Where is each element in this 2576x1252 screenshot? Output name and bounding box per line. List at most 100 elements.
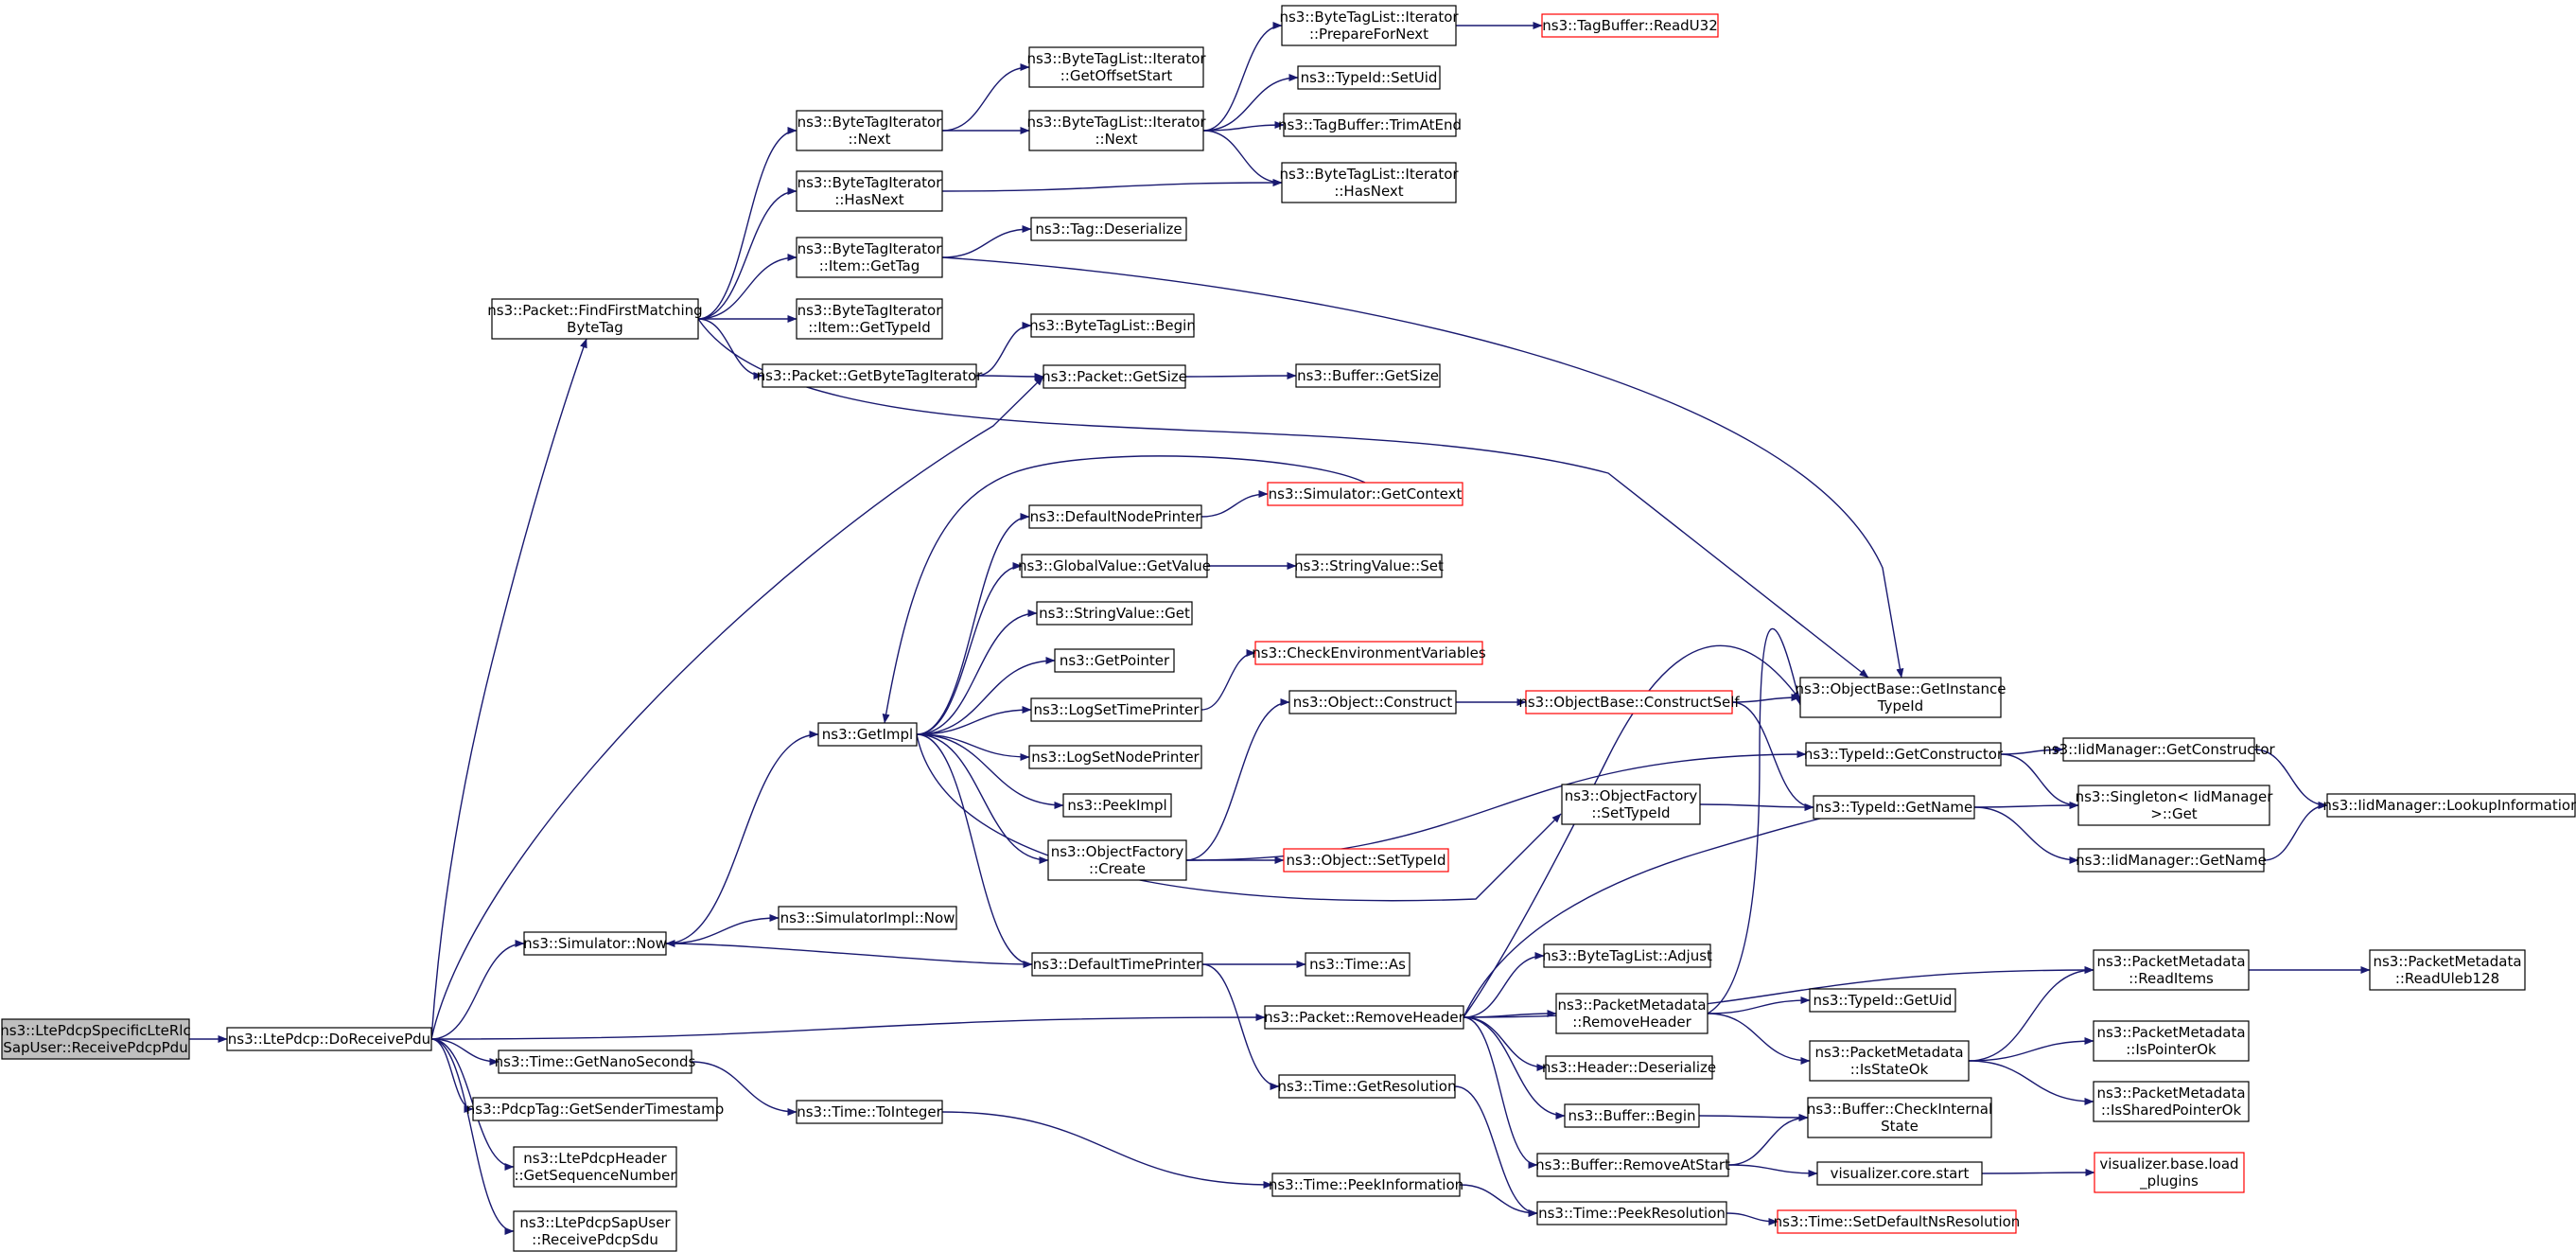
node-box[interactable]	[1043, 364, 1186, 389]
node-btlNext[interactable]: ns3::ByteTagList::Iterator::Next	[1026, 110, 1206, 151]
node-pmIsPointerOk[interactable]: ns3::PacketMetadata::IsPointerOk	[2093, 1020, 2250, 1062]
node-box[interactable]	[1545, 1055, 1713, 1080]
node-simImplNow[interactable]: ns3::SimulatorImpl::Now	[778, 906, 957, 930]
node-box[interactable]	[1264, 1005, 1464, 1030]
node-box[interactable]	[226, 1027, 432, 1051]
node-removeHeader[interactable]: ns3::Packet::RemoveHeader	[1264, 1005, 1465, 1030]
node-box[interactable]	[1555, 993, 1709, 1034]
node-timeGetResolution[interactable]: ns3::Time::GetResolution	[1278, 1074, 1457, 1099]
node-getByteTagIterator[interactable]: ns3::Packet::GetByteTagIterator	[757, 363, 984, 388]
node-box[interactable]	[1536, 1153, 1729, 1177]
node-timeAs[interactable]: ns3::Time::As	[1305, 952, 1411, 977]
node-box[interactable]	[1054, 648, 1175, 673]
node-box[interactable]	[1, 1018, 190, 1060]
node-globalValueGetValue[interactable]: ns3::GlobalValue::GetValue	[1018, 554, 1211, 578]
node-pmIsSharedPointerOk[interactable]: ns3::PacketMetadata::IsSharedPointerOk	[2093, 1081, 2250, 1122]
node-box[interactable]	[2062, 737, 2255, 762]
node-box[interactable]	[1281, 5, 1457, 46]
node-objectFactoryCreate[interactable]: ns3::ObjectFactory::Create	[1047, 839, 1187, 881]
node-box[interactable]	[2077, 848, 2265, 873]
node-box[interactable]	[1254, 641, 1483, 665]
node-receivePdcpSdu[interactable]: ns3::LtePdcpSapUser::ReceivePdcpSdu	[513, 1210, 677, 1252]
node-logSetNodePrinter[interactable]: ns3::LogSetNodePrinter	[1028, 745, 1202, 769]
node-box[interactable]	[1283, 113, 1457, 137]
node-getSequenceNumber[interactable]: ns3::LtePdcpHeader::GetSequenceNumber	[513, 1146, 677, 1188]
node-simNow[interactable]: ns3::Simulator::Now	[523, 931, 667, 956]
node-peekImpl[interactable]: ns3::PeekImpl	[1062, 793, 1172, 818]
node-objectConstruct[interactable]: ns3::Object::Construct	[1288, 690, 1457, 714]
node-box[interactable]	[1536, 1201, 1727, 1226]
node-iidGetConstructor[interactable]: ns3::IidManager::GetConstructor	[2042, 737, 2276, 762]
node-box[interactable]	[2093, 1081, 2250, 1122]
node-box[interactable]	[778, 906, 957, 930]
node-box[interactable]	[2326, 793, 2576, 818]
node-box[interactable]	[1271, 1173, 1461, 1197]
node-box[interactable]	[1028, 504, 1202, 529]
node-btlHasNext[interactable]: ns3::ByteTagList::Iterator::HasNext	[1279, 162, 1459, 203]
node-box[interactable]	[1805, 742, 2002, 767]
node-trimAtEnd[interactable]: ns3::TagBuffer::TrimAtEnd	[1278, 113, 1462, 137]
node-typeIdGetName[interactable]: ns3::TypeId::GetName	[1813, 795, 1975, 820]
node-tagDeserialize[interactable]: ns3::Tag::Deserialize	[1030, 217, 1187, 241]
node-box[interactable]	[1525, 690, 1733, 714]
node-box[interactable]	[1288, 690, 1457, 714]
node-box[interactable]	[1281, 162, 1457, 203]
node-box[interactable]	[2077, 785, 2270, 826]
node-timePeekInformation[interactable]: ns3::Time::PeekInformation	[1269, 1173, 1463, 1197]
node-btiItemGetTypeId[interactable]: ns3::ByteTagIterator::Item::GetTypeId	[796, 298, 943, 340]
node-box[interactable]	[1799, 677, 2002, 718]
node-box[interactable]	[1267, 482, 1463, 506]
node-btlGetOffsetStart[interactable]: ns3::ByteTagList::Iterator::GetOffsetSta…	[1026, 46, 1206, 88]
node-box[interactable]	[796, 1100, 943, 1124]
node-readU32[interactable]: ns3::TagBuffer::ReadU32	[1541, 13, 1719, 38]
node-singletonGet[interactable]: ns3::Singleton< IidManager >::Get	[2076, 785, 2274, 826]
node-box[interactable]	[1021, 554, 1208, 578]
node-logSetTimePrinter[interactable]: ns3::LogSetTimePrinter	[1030, 697, 1202, 722]
node-box[interactable]	[1809, 1040, 1970, 1082]
node-box[interactable]	[796, 237, 943, 278]
node-root[interactable]: ns3::LtePdcpSpecificLteRlcSapUser::Recei…	[0, 1018, 191, 1060]
node-box[interactable]	[1809, 988, 1956, 1013]
node-box[interactable]	[1047, 839, 1187, 881]
node-getNanoSeconds[interactable]: ns3::Time::GetNanoSeconds	[495, 1049, 696, 1074]
node-box[interactable]	[1030, 313, 1195, 338]
node-box[interactable]	[1030, 697, 1202, 722]
node-box[interactable]	[796, 110, 943, 151]
node-box[interactable]	[498, 1049, 692, 1074]
node-box[interactable]	[513, 1210, 677, 1252]
node-timePeekResolution[interactable]: ns3::Time::PeekResolution	[1536, 1201, 1727, 1226]
node-box[interactable]	[1030, 217, 1187, 241]
node-timeToInteger[interactable]: ns3::Time::ToInteger	[796, 1100, 943, 1124]
node-btiNext[interactable]: ns3::ByteTagIterator::Next	[796, 110, 943, 151]
node-stringValueGet[interactable]: ns3::StringValue::Get	[1036, 601, 1193, 626]
node-box[interactable]	[1561, 784, 1701, 825]
node-box[interactable]	[1283, 848, 1449, 873]
node-stringValueSet[interactable]: ns3::StringValue::Set	[1294, 554, 1444, 578]
node-box[interactable]	[1278, 1074, 1456, 1099]
node-typeIdGetUid[interactable]: ns3::TypeId::GetUid	[1809, 988, 1956, 1013]
node-getSenderTimestamp[interactable]: ns3::PdcpTag::GetSenderTimestamp	[466, 1097, 724, 1121]
node-bufferBegin[interactable]: ns3::Buffer::Begin	[1564, 1103, 1700, 1128]
node-box[interactable]	[523, 931, 667, 956]
node-btiItemGetTag[interactable]: ns3::ByteTagIterator::Item::GetTag	[796, 237, 943, 278]
node-box[interactable]	[1031, 952, 1203, 977]
node-box[interactable]	[2094, 1152, 2245, 1193]
node-box[interactable]	[1813, 795, 1975, 820]
node-visualizerLoadPlugins[interactable]: visualizer.base.load_plugins	[2094, 1152, 2245, 1193]
node-box[interactable]	[1297, 65, 1441, 90]
node-pmIsStateOk[interactable]: ns3::PacketMetadata::IsStateOk	[1809, 1040, 1970, 1082]
node-btlPrepareForNext[interactable]: ns3::ByteTagList::Iterator::PrepareForNe…	[1279, 5, 1459, 46]
node-box[interactable]	[817, 722, 918, 747]
node-box[interactable]	[796, 298, 943, 340]
node-btlAdjust[interactable]: ns3::ByteTagList::Adjust	[1542, 943, 1712, 968]
node-box[interactable]	[513, 1146, 677, 1188]
node-pmReadUleb128[interactable]: ns3::PacketMetadata::ReadUleb128	[2369, 949, 2526, 991]
node-checkEnvVars[interactable]: ns3::CheckEnvironmentVariables	[1252, 641, 1486, 665]
node-constructSelf[interactable]: ns3::ObjectBase::ConstructSelf	[1518, 690, 1740, 714]
node-bufferGetSize[interactable]: ns3::Buffer::GetSize	[1295, 363, 1441, 388]
node-doReceivePdu[interactable]: ns3::LtePdcp::DoReceivePdu	[226, 1027, 432, 1051]
node-box[interactable]	[1028, 110, 1204, 151]
node-box[interactable]	[1028, 745, 1202, 769]
